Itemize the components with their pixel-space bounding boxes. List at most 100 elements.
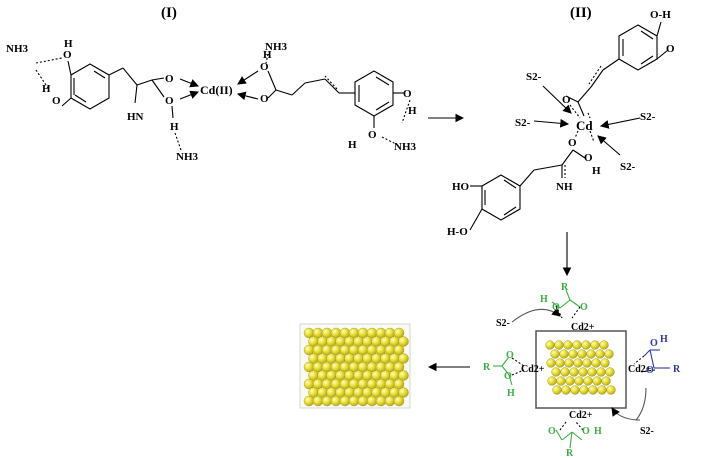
atom-label: HN [127, 111, 144, 123]
ligand-atom: R [561, 282, 569, 293]
ligand-atom: O [552, 302, 560, 313]
nanoparticle-sphere [398, 370, 409, 381]
nanoparticle-sphere [560, 367, 570, 377]
atom-label: H [592, 165, 601, 177]
nanoparticle-sphere [545, 340, 555, 350]
sulfide-ion: S2- [640, 111, 656, 123]
structure-I [35, 53, 411, 151]
nanoparticle-sphere [606, 385, 616, 395]
benzene-ring-bottom-II [481, 174, 521, 221]
nanoparticle-sphere [398, 336, 409, 347]
atom-label: O [368, 129, 377, 141]
sulfide-ion: S2- [620, 161, 636, 173]
nanoparticle-sphere [375, 395, 387, 407]
atom-label: H [263, 49, 272, 61]
panel-label-II: (II) [570, 5, 592, 21]
nanoparticle-sphere [559, 349, 569, 359]
nanoparticle-sphere [554, 340, 564, 350]
structure-I-labels: Cd(II) NH3 NH3 NH3 NH3 O O H H HN O O H … [6, 38, 417, 163]
ligand-atom: O [582, 426, 590, 437]
atom-label: H [348, 139, 357, 151]
ligand-atom: O [650, 338, 658, 349]
nanoparticle-sphere [595, 349, 605, 359]
nanoparticle-sphere [572, 340, 582, 350]
nanoparticle-sphere [564, 358, 574, 368]
nanoparticle-cluster [545, 340, 616, 395]
nanoparticle-sphere [577, 349, 587, 359]
structure-II [469, 21, 669, 231]
nanoparticle-sphere [555, 358, 565, 368]
atom-label: O [568, 137, 577, 149]
ligand-atom: R [566, 448, 574, 458]
nanoparticle-sphere [581, 340, 591, 350]
atom-label: O [260, 61, 269, 73]
nanoparticle-sphere [574, 376, 584, 386]
sulfide-ion: S2- [496, 318, 510, 329]
benzene-ring-left [70, 63, 110, 110]
atom-label: O [260, 93, 269, 105]
ammonia-bottom: NH3 [176, 151, 199, 163]
nanoparticle-sphere [303, 395, 315, 407]
atom-label: O [165, 95, 174, 107]
nanoparticle-sphere [591, 358, 601, 368]
nanoparticle-sphere [384, 395, 396, 407]
nanoparticle-sphere [561, 385, 571, 395]
nanoparticle-sphere [366, 395, 378, 407]
nanoparticle-sphere [393, 361, 405, 373]
nanoparticle-sphere [348, 395, 360, 407]
atom-label: O [165, 73, 174, 85]
cd2-ion: Cd2+ [569, 410, 593, 421]
atom-label: H [64, 38, 73, 50]
ligand-atom: H [507, 388, 515, 399]
stage-III-ligands [493, 289, 670, 449]
nanoparticle-aggregate [303, 327, 409, 407]
nanoparticle-sphere [565, 376, 575, 386]
nanoparticle-sphere [321, 395, 333, 407]
nanoparticle-sphere [393, 327, 405, 339]
ligand-atom: O [548, 426, 556, 437]
sulfide-ion: S2- [515, 117, 531, 129]
nanoparticle-sphere [596, 367, 606, 377]
ligand-atom: H [594, 426, 602, 437]
cd-label: Cd [576, 118, 593, 133]
atom-label: H [408, 105, 417, 117]
ammonia-top: NH3 [265, 41, 288, 53]
atom-label: O [562, 94, 571, 106]
nanoparticle-sphere [393, 344, 405, 356]
ammonia-left: NH3 [6, 43, 29, 55]
sulfide-ion: S2- [526, 71, 542, 83]
cd-II-label: Cd(II) [200, 83, 233, 97]
nanoparticle-sphere [587, 367, 597, 377]
atom-label: H-O [447, 226, 468, 238]
ligand-atom: O [506, 350, 514, 361]
sulfide-ion: S2- [640, 426, 654, 437]
nanoparticle-sphere [586, 349, 596, 359]
nanoparticle-sphere [398, 387, 409, 398]
atom-label: O [403, 88, 412, 100]
nanoparticle-sphere [398, 353, 409, 364]
atom-label: NH [556, 181, 573, 193]
nanoparticle-sphere [604, 349, 614, 359]
nanoparticle-sphere [556, 376, 566, 386]
ligand-atom: R [673, 364, 681, 375]
cd2-ion: Cd2+ [571, 322, 595, 333]
atom-label: H [170, 121, 179, 133]
nanoparticle-sphere [551, 367, 561, 377]
nanoparticle-sphere [582, 358, 592, 368]
nanoparticle-sphere [579, 385, 589, 395]
ligand-atom: O [646, 365, 654, 376]
nanoparticle-sphere [357, 395, 369, 407]
nanoparticle-sphere [570, 385, 580, 395]
nanoparticle-sphere [601, 376, 611, 386]
atom-label: O [584, 152, 593, 164]
atom-label: O-H [650, 9, 671, 21]
nanoparticle-sphere [569, 367, 579, 377]
nanoparticle-sphere [563, 340, 573, 350]
ligand-atom: O [504, 371, 512, 382]
nanoparticle-sphere [312, 395, 324, 407]
nanoparticle-sphere [578, 367, 588, 377]
nanoparticle-sphere [547, 376, 557, 386]
nanoparticle-sphere [552, 385, 562, 395]
atom-label: O [52, 95, 61, 107]
